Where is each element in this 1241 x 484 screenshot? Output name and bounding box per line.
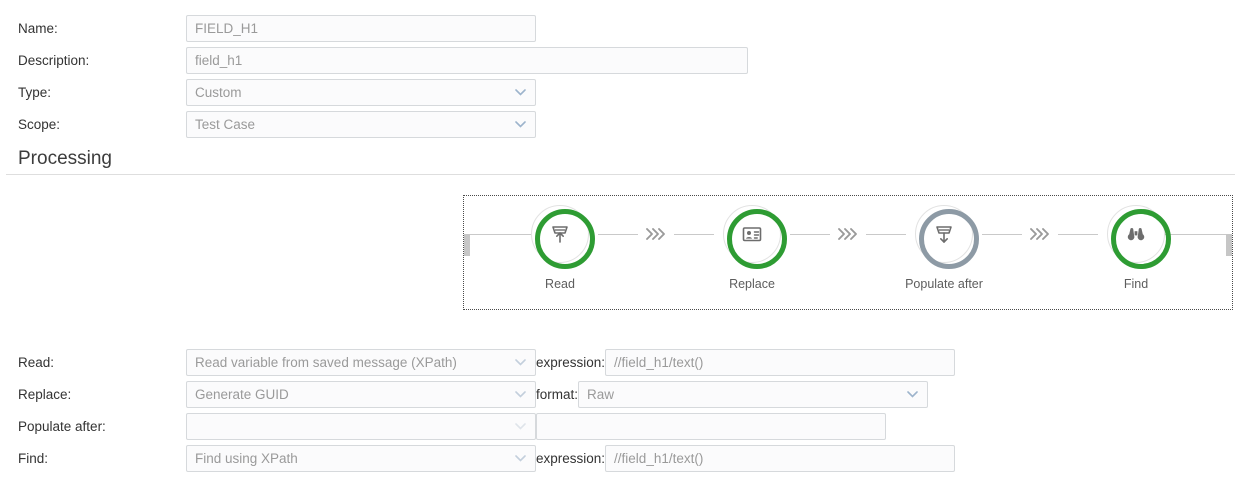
chevron-down-icon bbox=[515, 391, 526, 398]
processing-read-label: Read: bbox=[18, 354, 55, 370]
connector-line bbox=[982, 233, 1022, 235]
chevron-down-icon bbox=[515, 89, 526, 96]
row-name: Name: FIELD_H1 bbox=[0, 12, 1241, 44]
row-processing-read: Read: Read variable from saved message (… bbox=[0, 346, 1241, 378]
outbox-down-icon bbox=[931, 221, 957, 247]
chevron-down-icon bbox=[515, 455, 526, 462]
name-label: Name: bbox=[18, 20, 58, 36]
section-divider bbox=[6, 174, 1235, 175]
triple-chevron-right-icon bbox=[638, 227, 674, 241]
description-input[interactable]: field_h1 bbox=[186, 46, 748, 74]
connector-line bbox=[598, 233, 638, 235]
connector-line bbox=[1058, 233, 1098, 235]
processing-replace-label: Replace: bbox=[18, 386, 72, 402]
triple-chevron-right-icon bbox=[830, 227, 866, 241]
top-form: Name: FIELD_H1 Description: field_h1 Typ… bbox=[0, 0, 1241, 140]
triple-chevron-right-icon bbox=[1022, 227, 1058, 241]
flow-node-find[interactable]: Find bbox=[1098, 205, 1174, 291]
flow-node-read[interactable]: Read bbox=[522, 205, 598, 291]
scope-select[interactable]: Test Case bbox=[186, 110, 536, 138]
chevron-down-icon bbox=[515, 423, 526, 430]
flow-rail-right bbox=[1152, 234, 1226, 235]
connector-line bbox=[674, 233, 714, 235]
flow-scroll-handle-left[interactable] bbox=[464, 234, 470, 256]
flow-node-replace[interactable]: Replace bbox=[714, 205, 790, 291]
id-card-icon bbox=[739, 221, 765, 247]
processing-find-expression-label: expression: bbox=[536, 450, 606, 466]
flow-node-replace-ring bbox=[723, 205, 787, 269]
description-label: Description: bbox=[18, 52, 90, 68]
chevron-down-icon bbox=[515, 121, 526, 128]
processing-heading: Processing bbox=[18, 148, 112, 169]
processing-find-label: Find: bbox=[18, 450, 49, 466]
processing-populate-after-label: Populate after: bbox=[18, 418, 106, 434]
chevron-down-icon bbox=[907, 391, 918, 398]
processing-replace-format-select[interactable]: Raw bbox=[578, 380, 929, 408]
processing-populate-after-aux-input[interactable] bbox=[536, 412, 886, 440]
flow-node-populate-after-ring bbox=[915, 205, 979, 269]
processing-populate-after-select[interactable] bbox=[186, 412, 536, 440]
processing-read-select[interactable]: Read variable from saved message (XPath) bbox=[186, 348, 536, 376]
inbox-up-icon bbox=[547, 221, 573, 247]
binoculars-icon bbox=[1123, 221, 1149, 247]
processing-find-expression-input[interactable]: //field_h1/text() bbox=[605, 444, 956, 472]
chevron-down-icon bbox=[515, 359, 526, 366]
processing-replace-format-value: Raw bbox=[587, 386, 615, 402]
flow-node-replace-label: Replace bbox=[729, 277, 775, 291]
type-select-value: Custom bbox=[195, 84, 242, 100]
processing-flow-diagram[interactable]: Read bbox=[463, 195, 1233, 310]
type-select[interactable]: Custom bbox=[186, 78, 536, 106]
processing-replace-select-value: Generate GUID bbox=[195, 386, 289, 402]
connector-line bbox=[790, 233, 830, 235]
flow-rail-left bbox=[470, 234, 544, 235]
type-label: Type: bbox=[18, 84, 52, 100]
flow-node-read-label: Read bbox=[545, 277, 575, 291]
row-processing-replace: Replace: Generate GUID format: Raw bbox=[0, 378, 1241, 410]
processing-find-select-value: Find using XPath bbox=[195, 450, 298, 466]
scope-select-value: Test Case bbox=[195, 116, 256, 132]
processing-replace-format-label: format: bbox=[536, 386, 579, 402]
processing-details-form: Read: Read variable from saved message (… bbox=[0, 346, 1241, 474]
flow-connector-3 bbox=[982, 205, 1098, 263]
flow-scroll-handle-right[interactable] bbox=[1226, 234, 1232, 256]
flow-connector-2 bbox=[790, 205, 906, 263]
row-scope: Scope: Test Case bbox=[0, 108, 1241, 140]
scope-label: Scope: bbox=[18, 116, 61, 132]
flow-node-find-label: Find bbox=[1123, 277, 1149, 291]
flow-connector-1 bbox=[598, 205, 714, 263]
flow-node-populate-after-label: Populate after bbox=[905, 277, 983, 291]
processing-replace-select[interactable]: Generate GUID bbox=[186, 380, 536, 408]
processing-read-expression-input[interactable]: //field_h1/text() bbox=[605, 348, 956, 376]
connector-line bbox=[866, 233, 906, 235]
processing-find-select[interactable]: Find using XPath bbox=[186, 444, 536, 472]
row-type: Type: Custom bbox=[0, 76, 1241, 108]
processing-read-expression-label: expression: bbox=[536, 354, 606, 370]
processing-read-select-value: Read variable from saved message (XPath) bbox=[195, 354, 457, 370]
row-processing-find: Find: Find using XPath expression: //fie… bbox=[0, 442, 1241, 474]
name-input[interactable]: FIELD_H1 bbox=[186, 14, 536, 42]
flow-nodes: Read bbox=[464, 196, 1232, 309]
row-description: Description: field_h1 bbox=[0, 44, 1241, 76]
row-processing-populate-after: Populate after: bbox=[0, 410, 1241, 442]
flow-node-find-ring bbox=[1107, 205, 1171, 269]
flow-node-read-ring bbox=[531, 205, 595, 269]
flow-node-populate-after[interactable]: Populate after bbox=[905, 205, 983, 291]
